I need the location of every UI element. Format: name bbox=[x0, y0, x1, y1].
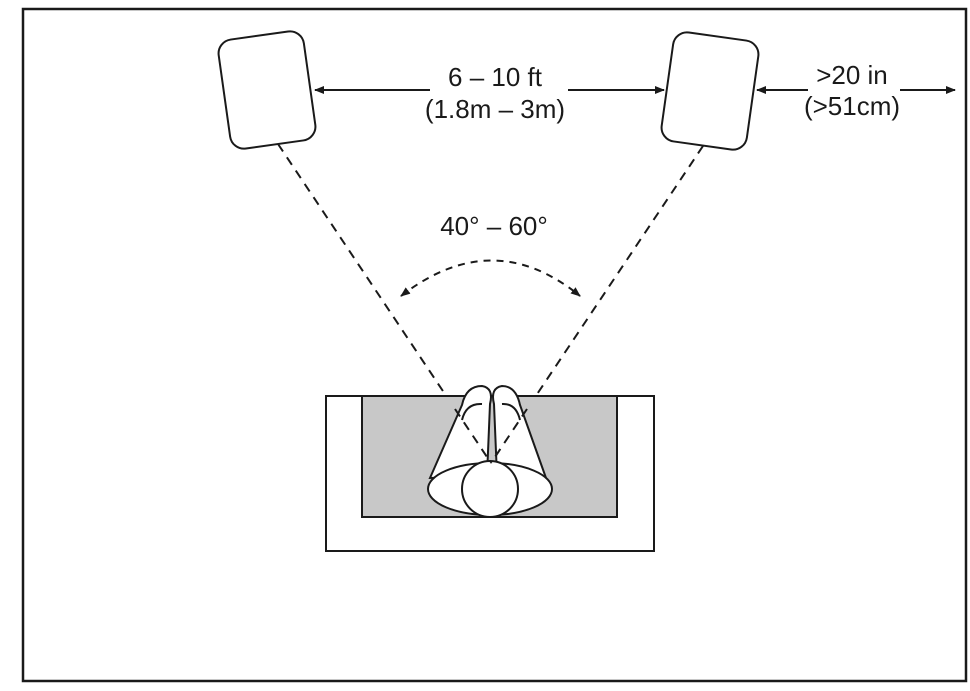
spacing-label: 6 – 10 ft bbox=[448, 62, 543, 92]
listener-head bbox=[461, 460, 519, 518]
angle-label: 40° – 60° bbox=[440, 211, 548, 241]
spacing-label-metric: (1.8m – 3m) bbox=[425, 94, 565, 124]
angle-arc bbox=[400, 259, 581, 297]
listener bbox=[427, 384, 553, 518]
right-listening-line-overlay bbox=[490, 408, 528, 464]
left-leg bbox=[428, 384, 492, 480]
wall-label: >20 in bbox=[816, 60, 888, 90]
left-foot bbox=[461, 402, 483, 421]
left-listening-line-overlay bbox=[454, 408, 492, 464]
right-leg bbox=[492, 384, 548, 480]
right-speaker bbox=[660, 31, 760, 151]
room-border bbox=[21, 7, 968, 683]
right-foot bbox=[501, 402, 521, 421]
left-speaker bbox=[217, 30, 317, 150]
wall-label-metric: (>51cm) bbox=[804, 91, 900, 121]
